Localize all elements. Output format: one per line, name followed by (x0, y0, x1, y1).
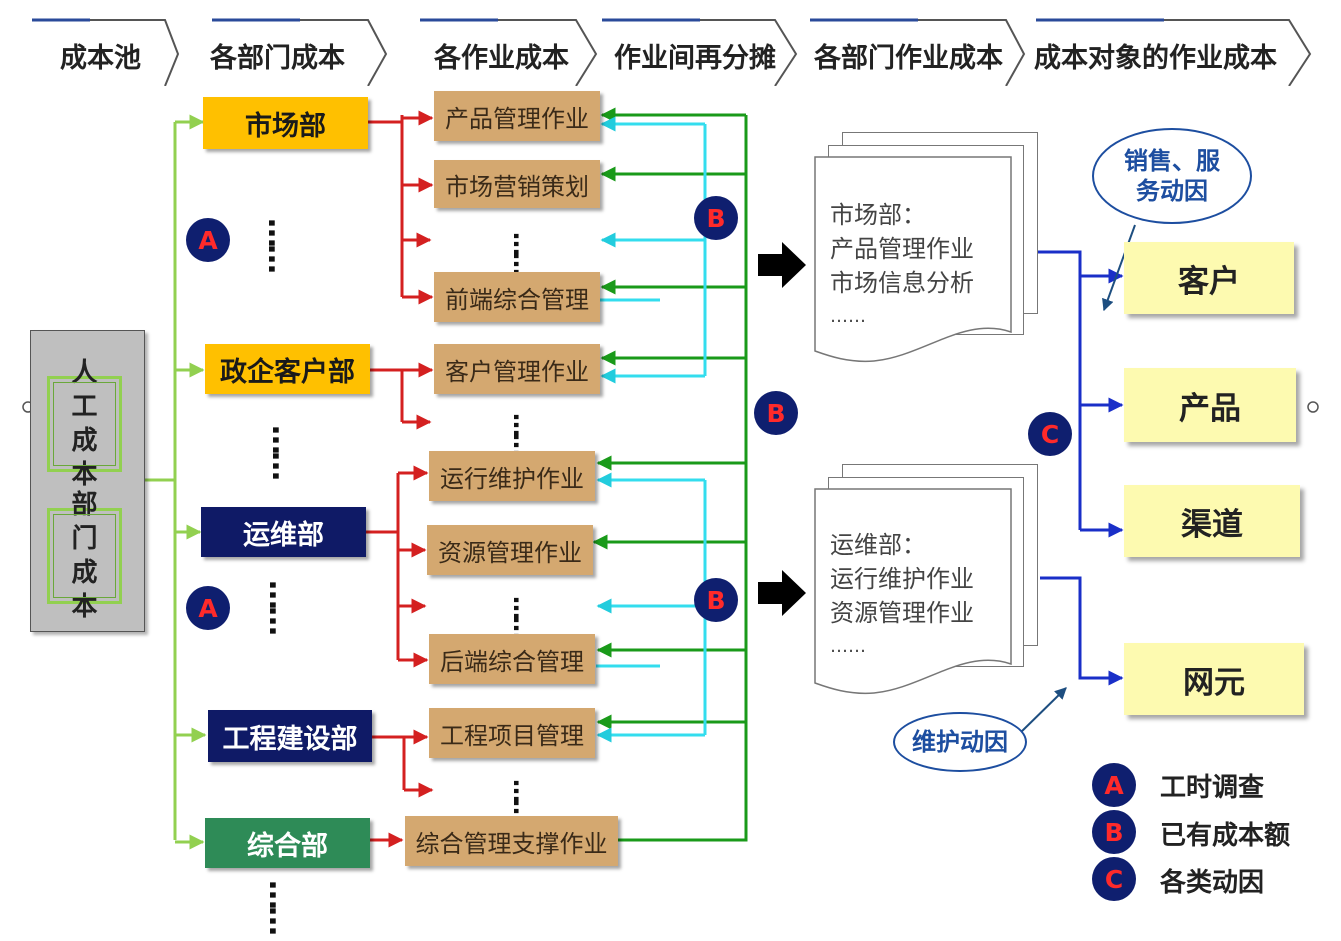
cost-object-network-element: 网元 (1124, 643, 1304, 715)
legend-label-a: 工时调查 (1160, 773, 1265, 803)
stage-label: 作业间再分摊 (614, 43, 776, 74)
ellipsis: …… (262, 880, 297, 932)
doc-text-block: 运维部： 运行维护作业 资源管理作业 …… (830, 528, 974, 664)
ellipsis: …… (508, 779, 536, 819)
legend-marker-c: C (1092, 857, 1136, 901)
marker-b: B (754, 391, 798, 435)
activity-resource-mgmt: 资源管理作业 (427, 525, 593, 575)
ellipsis: …… (261, 218, 296, 270)
stage-label: 各部门作业成本 (814, 43, 1003, 74)
doc-line: 运维部： (830, 531, 926, 559)
dept-operations: 运维部 (201, 507, 366, 557)
handle-right (1307, 401, 1319, 413)
legend-marker-b: B (1092, 810, 1136, 854)
doc-line: …… (830, 636, 866, 657)
activity-frontend-mgmt: 前端综合管理 (434, 272, 600, 322)
cost-pool-label: 人工成本 (71, 358, 98, 490)
legend-label-c: 各类动因 (1160, 868, 1265, 898)
cost-object-channel: 渠道 (1124, 485, 1300, 557)
driver-label: 维护动因 (912, 728, 1008, 756)
cost-pool-label: 部门成本 (71, 490, 98, 622)
legend-label-b: 已有成本额 (1160, 821, 1291, 851)
driver-label: 销售、服务动因 (1124, 147, 1220, 205)
flow-arrow (758, 242, 806, 288)
ellipsis: …… (262, 580, 297, 632)
ellipsis: …… (508, 232, 536, 272)
reallocation-cyan (596, 116, 707, 743)
doc-stack-market: 市场部： 产品管理作业 市场信息分析 …… (812, 132, 1042, 372)
marker-a: A (186, 218, 230, 262)
cost-pool-item-dept: 部门成本 (47, 490, 122, 622)
activity-backend-mgmt: 后端综合管理 (429, 634, 595, 684)
stage-header: 各部门作业成本 (808, 14, 1028, 86)
doc-line: 产品管理作业 (830, 235, 974, 263)
activity-operations-maint: 运行维护作业 (429, 451, 595, 501)
driver-maintenance: 维护动因 (893, 712, 1027, 772)
chevron-icon (602, 18, 798, 86)
activity-general-support: 综合管理支撑作业 (405, 816, 618, 866)
stage-header: 作业间再分摊 (600, 14, 800, 86)
chevron-icon (32, 18, 180, 86)
ellipsis: …… (508, 596, 536, 636)
pool-links (145, 114, 207, 850)
activity-marketing: 市场营销策划 (434, 160, 600, 208)
flow-arrow (758, 570, 806, 616)
chevron-icon (420, 18, 598, 86)
stage-header: 成本对象的作业成本 (1034, 14, 1314, 86)
doc-text-block: 市场部： 产品管理作业 市场信息分析 …… (830, 198, 974, 334)
doc-page-front (814, 488, 1012, 695)
stage-label: 各部门成本 (210, 43, 345, 74)
doc-page-front (814, 156, 1012, 363)
doc-line: 市场信息分析 (830, 269, 974, 297)
marker-b: B (694, 578, 738, 622)
chevron-icon (1036, 18, 1312, 86)
legend-marker-a: A (1092, 763, 1136, 807)
marker-a: A (186, 586, 230, 630)
doc-line: 市场部： (830, 201, 926, 229)
activity-engineering-project: 工程项目管理 (429, 708, 595, 758)
stage-label: 成本对象的作业成本 (1034, 43, 1277, 74)
chevron-icon (810, 18, 1026, 86)
doc-line: 资源管理作业 (830, 599, 974, 627)
driver-pointers (1017, 224, 1136, 736)
stage-header: 各作业成本 (418, 14, 598, 86)
doc-stack-operations: 运维部： 运行维护作业 资源管理作业 …… (812, 464, 1042, 704)
dept-enterprise-customer: 政企客户部 (205, 344, 370, 394)
object-links (1036, 250, 1124, 686)
dept-engineering: 工程建设部 (208, 710, 372, 762)
reallocation-green (592, 107, 748, 842)
stage-header: 成本池 (30, 14, 180, 86)
dept-general: 综合部 (205, 818, 370, 868)
activity-product-mgmt: 产品管理作业 (434, 91, 600, 141)
marker-c: C (1028, 412, 1072, 456)
ellipsis: …… (265, 425, 300, 477)
cost-object-customer: 客户 (1124, 242, 1294, 314)
stage-header: 各部门成本 (190, 14, 390, 86)
driver-sales-service: 销售、服务动因 (1092, 128, 1252, 224)
chevron-icon (212, 18, 388, 86)
cost-object-product: 产品 (1124, 368, 1296, 442)
cost-pool-item-labor: 人工成本 (47, 358, 122, 490)
doc-line: …… (830, 306, 866, 327)
ellipsis: …… (508, 413, 536, 453)
marker-b: B (694, 196, 738, 240)
activity-customer-mgmt: 客户管理作业 (434, 344, 600, 394)
doc-line: 运行维护作业 (830, 565, 974, 593)
stage-label: 成本池 (60, 43, 141, 74)
stage-label: 各作业成本 (434, 43, 569, 74)
dept-activity-links (366, 110, 434, 848)
flow-arrows (758, 242, 806, 616)
dept-market: 市场部 (203, 97, 368, 149)
